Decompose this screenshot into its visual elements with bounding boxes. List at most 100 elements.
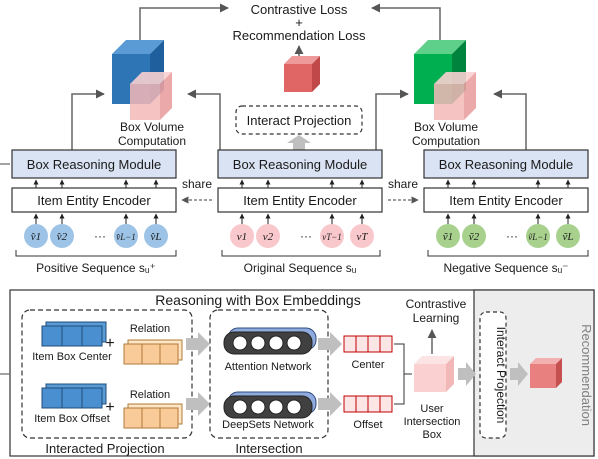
interacted-projection-group xyxy=(21,309,193,439)
deepsets-network-label: DeepSets Network xyxy=(222,419,314,431)
computation-label-right: Computation xyxy=(412,134,480,148)
offset-label: Offset xyxy=(353,419,382,431)
box-reasoning-module-negative xyxy=(423,149,589,179)
center-bar xyxy=(343,335,393,353)
intersection-label: Intersection xyxy=(235,441,302,456)
box-reasoning-module-original xyxy=(217,149,383,179)
center-label: Center xyxy=(351,359,384,371)
relation-label-top: Relation xyxy=(130,323,170,335)
left-module-to-cube-arrow xyxy=(71,89,105,150)
sequence-ellipsis: ··· xyxy=(94,229,106,243)
contrastive-loss-label: Contrastive Loss xyxy=(251,2,348,17)
positive-box-volume-cube xyxy=(112,40,172,120)
item-label: v̂2 xyxy=(57,231,68,243)
attention-network-label: Attention Network xyxy=(225,361,312,373)
plus-bottom: + xyxy=(105,399,114,416)
item-circle xyxy=(144,224,168,248)
branch-negative: Box Reasoning Module Item Entity Encoder xyxy=(423,149,589,213)
module-label-positive: Box Reasoning Module xyxy=(27,157,161,172)
item-circle xyxy=(230,224,254,248)
item-circle xyxy=(50,224,74,248)
item-label: ṽL xyxy=(563,231,574,243)
item-label: v̂L xyxy=(150,231,161,243)
left-to-loss-arrow xyxy=(139,3,229,42)
center-module-to-right-cube-arrow xyxy=(375,89,409,150)
offset-bar xyxy=(343,395,393,413)
computation-label-left: Computation xyxy=(118,134,186,148)
item-label: vT−1 xyxy=(322,232,342,242)
box-label: Box xyxy=(423,429,442,441)
interact-projection-vertical-box xyxy=(479,311,507,439)
contrastive-label: Contrastive xyxy=(406,297,467,311)
box-volume-label-right: Box Volume xyxy=(414,120,478,134)
recommendation-loss-label: Recommendation Loss xyxy=(233,28,366,43)
item-label: v̂1 xyxy=(31,231,42,243)
item-label: ṽL−1 xyxy=(528,232,548,242)
box-volume-label-left: Box Volume xyxy=(120,120,184,134)
branch-positive: Box Reasoning Module Item Entity Encoder xyxy=(11,149,177,213)
recommendation-output-cube xyxy=(530,358,562,388)
relation-label-bottom: Relation xyxy=(130,389,170,401)
user-box-cube xyxy=(284,56,320,92)
learning-label: Learning xyxy=(413,311,460,325)
original-sequence-label: Original Sequence sᵤ xyxy=(244,261,357,275)
grey-arrow-to-output xyxy=(510,362,528,386)
negative-box-volume-cube xyxy=(414,40,476,120)
item-circle xyxy=(436,224,460,248)
item-entity-encoder-negative xyxy=(423,187,589,213)
encoder-label-negative: Item Entity Encoder xyxy=(449,193,563,208)
item-circle xyxy=(556,224,580,248)
share-label-right: share xyxy=(388,177,418,191)
interact-projection-box xyxy=(235,105,363,135)
item-circle xyxy=(462,224,486,248)
sequence-ellipsis: ··· xyxy=(506,229,518,243)
share-label-left: share xyxy=(182,177,212,191)
center-module-to-left-cube-arrow xyxy=(187,89,221,150)
intersection-group xyxy=(209,309,329,439)
module-label-original: Box Reasoning Module xyxy=(233,157,367,172)
box-reasoning-module-positive xyxy=(11,149,177,179)
item-box-offset-stack xyxy=(41,383,107,409)
interacted-projection-label: Interacted Projection xyxy=(45,441,164,456)
user-label: User xyxy=(420,403,444,415)
reasoning-title: Reasoning with Box Embeddings xyxy=(155,292,360,308)
right-to-loss-arrow xyxy=(371,3,441,42)
encoder-label-original: Item Entity Encoder xyxy=(243,193,357,208)
encoder-label-positive: Item Entity Encoder xyxy=(37,193,151,208)
grey-arrow-bottom-2 xyxy=(318,392,342,416)
item-label: v2 xyxy=(263,231,274,243)
grey-arrow-to-projection xyxy=(458,362,476,386)
sequence-ellipsis: ··· xyxy=(300,229,312,243)
item-entity-encoder-original xyxy=(217,187,383,213)
item-label: ṽ2 xyxy=(469,231,480,243)
item-circle xyxy=(24,224,48,248)
interact-projection-label: Interact Projection xyxy=(247,113,352,128)
module-label-negative: Box Reasoning Module xyxy=(439,157,573,172)
right-module-to-cube-arrow xyxy=(493,89,527,150)
positive-sequence-label: Positive Sequence sᵤ⁺ xyxy=(36,261,156,275)
item-label: v̂L−1 xyxy=(116,232,136,242)
item-label: vT xyxy=(357,231,369,243)
grey-arrow-top-2 xyxy=(318,332,342,356)
item-circle xyxy=(256,224,280,248)
relation-stack-bottom xyxy=(123,403,183,429)
loss-plus-sign: + xyxy=(295,15,303,30)
encoder-to-module-arrows xyxy=(33,179,571,188)
negative-sequence-label: Negative Sequence sᵤ⁻ xyxy=(444,261,569,275)
item-label: ṽ1 xyxy=(443,231,453,243)
item-circle xyxy=(114,224,138,248)
item-circle xyxy=(350,224,374,248)
grey-arrow-top-1 xyxy=(186,332,210,356)
item-entity-encoder-positive xyxy=(11,187,177,213)
item-label: v1 xyxy=(237,231,247,243)
attention-network-pill xyxy=(223,327,317,355)
relation-stack-top xyxy=(123,339,183,365)
deepsets-network-pill xyxy=(223,391,317,419)
plus-top: + xyxy=(105,335,114,352)
item-circle xyxy=(526,224,550,248)
user-intersection-cube xyxy=(414,356,454,392)
item-box-offset-label: Item Box Offset xyxy=(34,413,110,425)
item-box-center-stack xyxy=(41,321,107,347)
item-box-center-label: Item Box Center xyxy=(32,351,112,363)
